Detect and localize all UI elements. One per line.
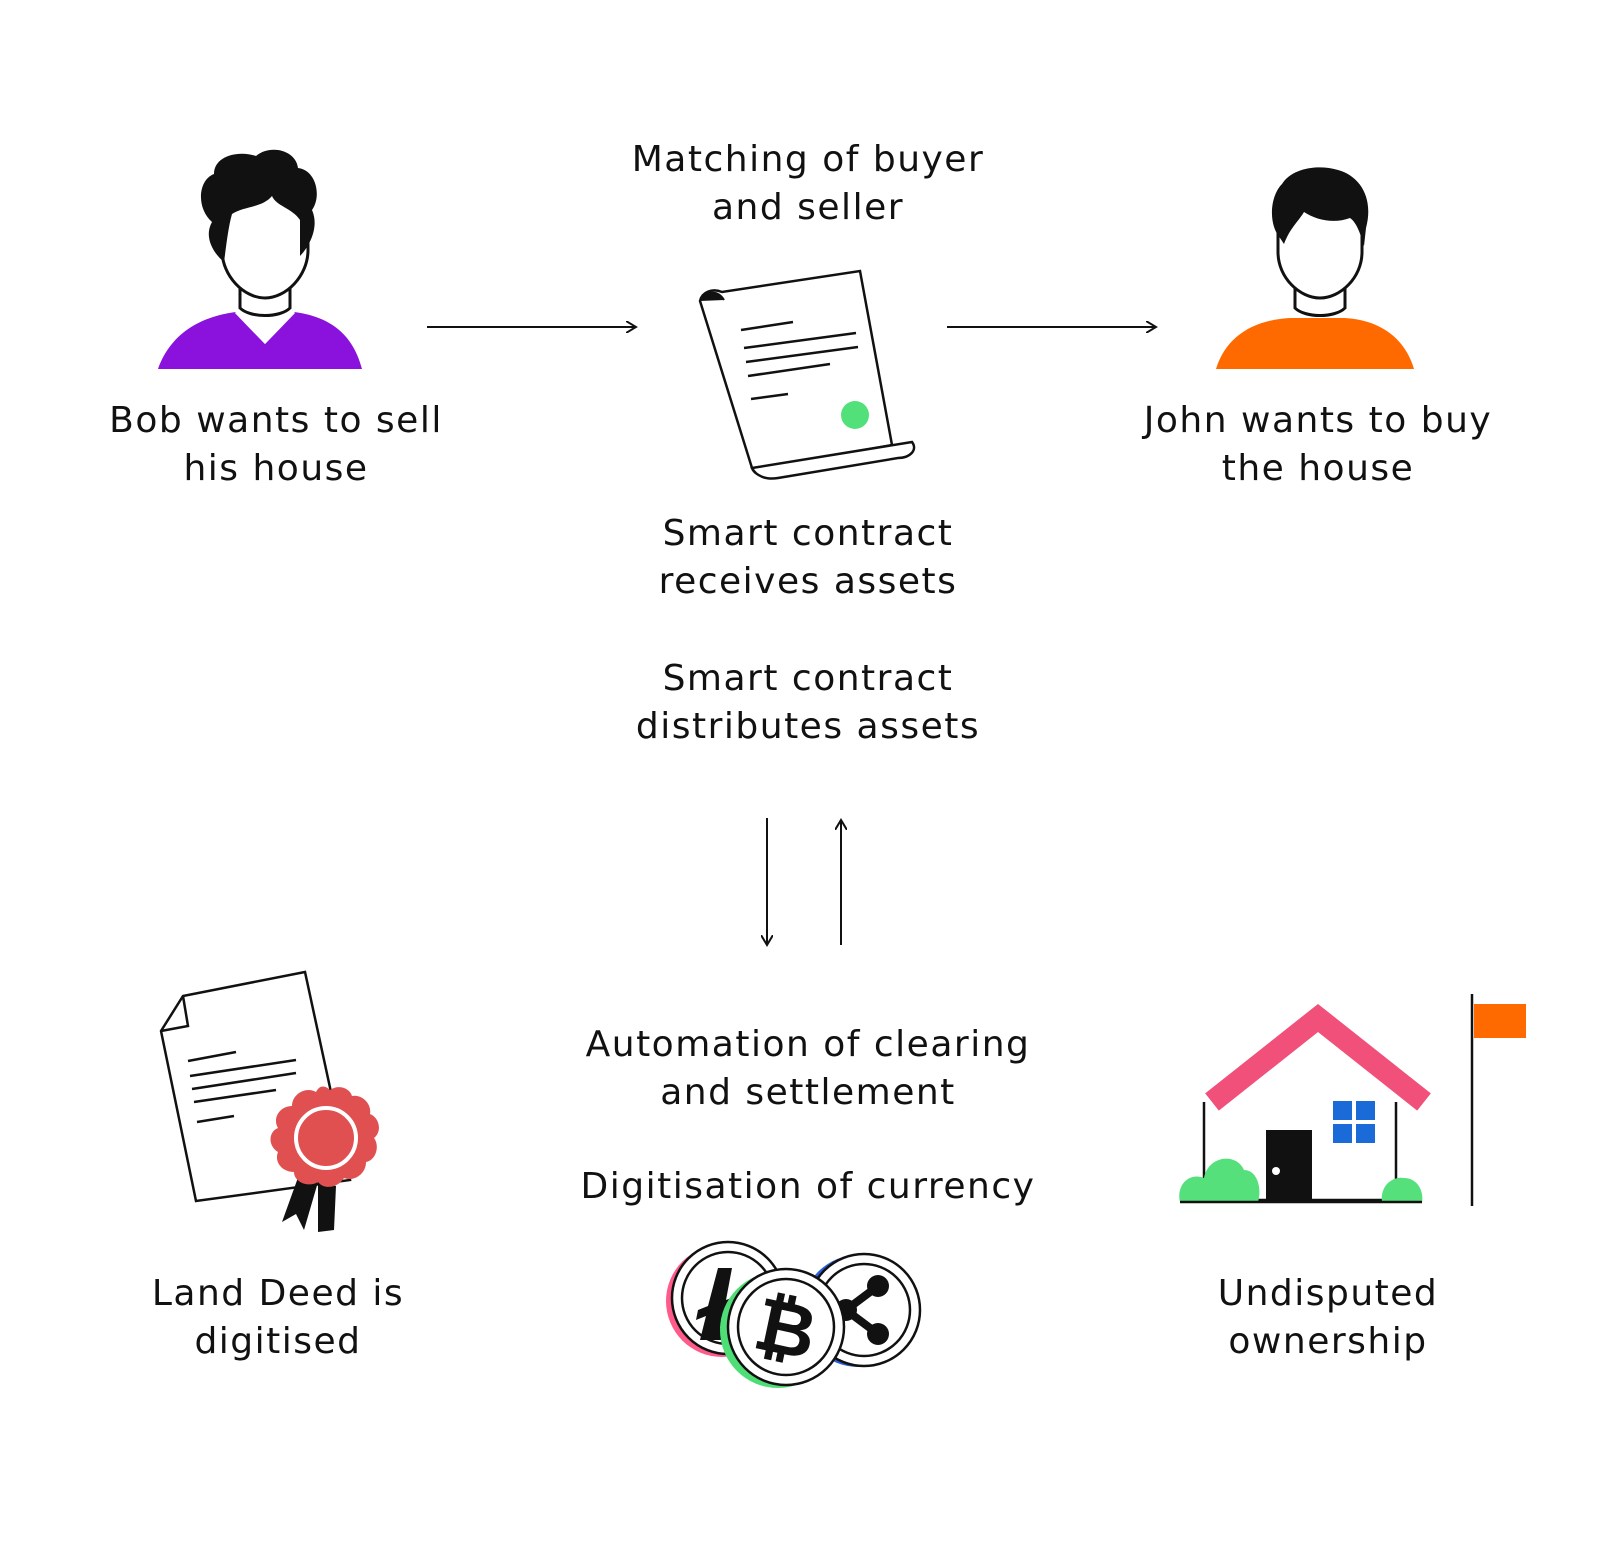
currency-label: Digitisation of currency — [548, 1163, 1068, 1211]
clearing-settlement-line-2: and settlement — [660, 1072, 956, 1113]
ownership-line-1: Undisputed — [1217, 1273, 1439, 1314]
land-deed-line-2: digitised — [194, 1321, 362, 1362]
clearing-settlement-line-1: Automation of clearing — [585, 1024, 1031, 1065]
land-deed-label: Land Deed is digitised — [88, 1270, 468, 1366]
contract-distributes-label: Smart contract distributes assets — [588, 655, 1028, 751]
buyer-label-line-1: John wants to buy — [1143, 400, 1493, 441]
contract-distributes-line-1: Smart contract — [662, 658, 954, 699]
seller-label-line-1: Bob wants to sell — [109, 400, 443, 441]
seller-person-icon — [158, 149, 362, 369]
seller-label: Bob wants to sell his house — [76, 397, 476, 493]
smart-contract-scroll-icon — [698, 269, 916, 480]
currency-label-line-1: Digitisation of currency — [580, 1166, 1036, 1207]
matching-label-line-1: Matching of buyer — [631, 139, 985, 180]
contract-receives-line-1: Smart contract — [662, 513, 954, 554]
contract-receives-line-2: receives assets — [658, 561, 958, 602]
house-with-flag-icon — [1179, 994, 1526, 1206]
contract-receives-label: Smart contract receives assets — [588, 510, 1028, 606]
seller-label-line-2: his house — [183, 448, 369, 489]
ownership-label: Undisputed ownership — [1148, 1270, 1508, 1366]
contract-distributes-line-2: distributes assets — [635, 706, 981, 747]
ownership-line-2: ownership — [1228, 1321, 1428, 1362]
land-deed-line-1: Land Deed is — [151, 1273, 405, 1314]
cryptocurrency-coins-icon: ₿ — [666, 1240, 922, 1388]
land-deed-certificate-icon — [159, 970, 379, 1232]
buyer-label-line-2: the house — [1221, 448, 1415, 489]
matching-label: Matching of buyer and seller — [588, 136, 1028, 232]
buyer-label: John wants to buy the house — [1108, 397, 1528, 493]
matching-label-line-2: and seller — [711, 187, 905, 228]
buyer-person-icon — [1216, 167, 1414, 369]
clearing-settlement-label: Automation of clearing and settlement — [548, 1021, 1068, 1117]
